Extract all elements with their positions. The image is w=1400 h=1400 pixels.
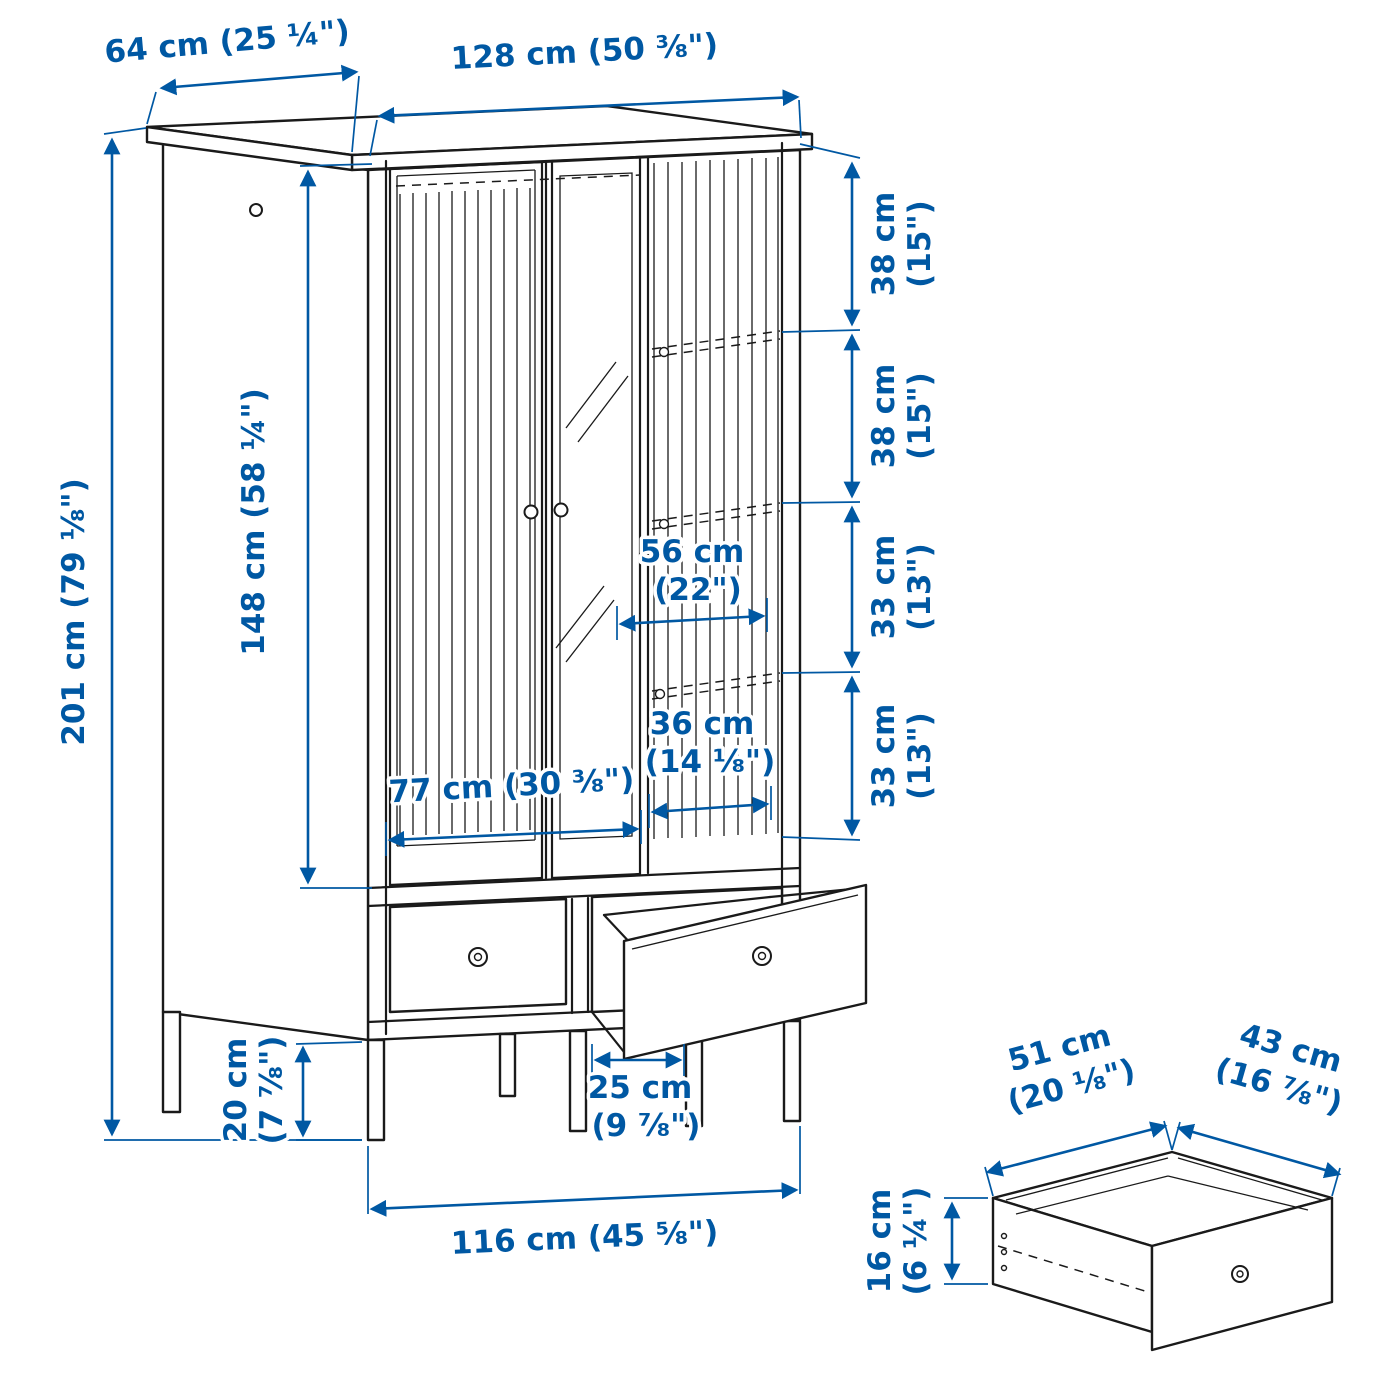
back-middle-leg	[498, 1032, 517, 1098]
dim-base-width: 116 cm (45 ⅝")	[367, 1126, 801, 1265]
svg-text:148 cm (58 ¼"): 148 cm (58 ¼")	[236, 388, 272, 655]
wire-shelves	[651, 330, 781, 700]
wardrobe-legs	[161, 1010, 802, 1142]
svg-text:64 cm (25 ¼"): 64 cm (25 ¼")	[103, 13, 351, 70]
dim-door-height: 148 cm (58 ¼")	[233, 163, 373, 889]
svg-text:201 cm (79 ⅛"): 201 cm (79 ⅛")	[56, 478, 92, 745]
svg-text:(22"): (22")	[654, 572, 742, 608]
dim-interior-width-right: 56 cm (22")	[616, 531, 768, 640]
svg-text:(9 ⅞"): (9 ⅞")	[592, 1108, 701, 1144]
dim-total-height: 201 cm (79 ⅛")	[53, 127, 362, 1141]
svg-text:16 cm: 16 cm	[862, 1189, 898, 1294]
open-shelf-section	[646, 155, 781, 875]
middle-leg-left	[568, 1029, 588, 1133]
back-left-leg	[161, 1010, 182, 1114]
svg-text:(14 ⅛"): (14 ⅛")	[645, 744, 776, 780]
dim-drawer-height: 16 cm (6 ¼")	[859, 1183, 988, 1299]
svg-text:(13"): (13")	[902, 543, 938, 631]
svg-text:36 cm: 36 cm	[650, 706, 755, 742]
svg-text:33 cm: 33 cm	[866, 704, 902, 809]
front-right-leg	[782, 1019, 802, 1123]
dim-shelf-gaps: 38 cm (15") 38 cm (15") 33 cm (13") 33 c…	[781, 143, 942, 841]
svg-text:(6 ¼"): (6 ¼")	[898, 1187, 934, 1296]
svg-text:25 cm: 25 cm	[588, 1070, 693, 1106]
svg-text:(15"): (15")	[902, 200, 938, 288]
open-drawer	[590, 883, 868, 1061]
svg-text:116 cm (45 ⅝"): 116 cm (45 ⅝")	[450, 1214, 719, 1262]
svg-text:(13"): (13")	[902, 712, 938, 800]
svg-text:56 cm: 56 cm	[640, 534, 745, 570]
svg-text:38 cm: 38 cm	[866, 364, 902, 469]
svg-text:20 cm: 20 cm	[218, 1038, 254, 1143]
glass-reflection	[565, 361, 617, 429]
svg-text:(7 ⅞"): (7 ⅞")	[254, 1036, 290, 1145]
mirror-door-knob	[553, 502, 569, 518]
side-knob	[249, 203, 263, 217]
shelf-section-slats	[653, 157, 779, 839]
open-drawer-front	[622, 883, 868, 1061]
left-door-knob	[523, 504, 539, 520]
mirror-door	[550, 155, 642, 880]
svg-text:38 cm: 38 cm	[866, 192, 902, 297]
svg-text:33 cm: 33 cm	[866, 535, 902, 640]
svg-text:128 cm (50 ⅜"): 128 cm (50 ⅜")	[450, 27, 719, 77]
svg-text:(15"): (15")	[902, 372, 938, 460]
dim-leg-height: 20 cm (7 ⅞")	[215, 1032, 363, 1148]
front-left-leg	[366, 1038, 386, 1142]
dim-leg-gap: 25 cm (9 ⅞")	[584, 1044, 704, 1148]
left-door-slats	[399, 188, 531, 836]
left-door	[388, 160, 544, 887]
drawer-detail-illustration	[991, 1150, 1334, 1352]
dim-shelf-width: 36 cm (14 ⅛")	[641, 703, 779, 828]
